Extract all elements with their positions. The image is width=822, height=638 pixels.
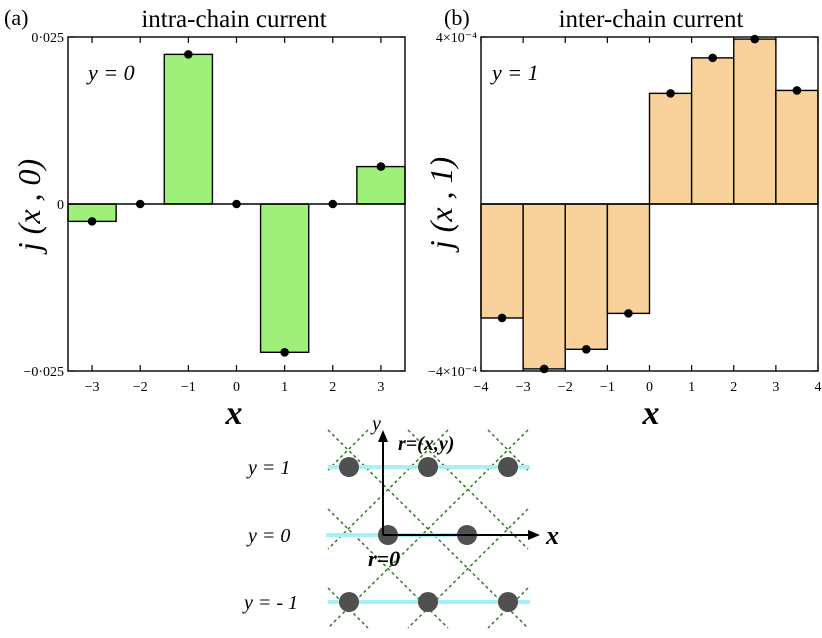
panel-b-x-tick-label: −1 (600, 380, 615, 395)
lattice-site (418, 592, 438, 612)
panel-a-x-tick-label: −3 (85, 380, 100, 395)
panel-a-bar (163, 53, 214, 205)
panel-b-x-tick-label: −3 (516, 380, 531, 395)
lattice-site (498, 457, 518, 477)
panel-a-ylabel: j (x , 0) (11, 159, 47, 255)
lattice-site (339, 457, 359, 477)
panel-b-bar (564, 203, 609, 350)
panel-b-bar (775, 89, 819, 205)
panel-b-label: (b) (444, 5, 470, 30)
panel-b-annotation: y = 1 (490, 60, 539, 85)
panel-b-bar (733, 38, 777, 205)
panel-b-y-tick-label: −4×10⁻⁴ (428, 365, 477, 380)
panel-b-data-point (750, 34, 760, 44)
lattice-origin-label: r=0 (368, 546, 400, 571)
bond-line (327, 429, 449, 550)
panel-a-bar (356, 165, 406, 205)
panel-b-bar (606, 203, 651, 315)
panel-b-x-tick-label: 0 (646, 380, 653, 395)
bond-line (327, 429, 529, 629)
lattice-row-label-ym1: y = - 1 (242, 592, 298, 614)
panel-a-title: intra-chain current (141, 6, 326, 33)
panel-a-plot: −3 −2 −1 0 1 2 3 0·025 0 −0·025 (23, 31, 406, 395)
panel-a-x-tick-label: 2 (329, 380, 336, 395)
panel-b-x-tick-label: 4 (815, 380, 822, 395)
lattice-x-arrowhead (528, 530, 540, 540)
lattice-diagram: y = 1 y = 0 y = - 1 y x r=(x,y) r=0 (242, 413, 559, 629)
lattice-site (418, 457, 438, 477)
panel-a-data-point (376, 162, 386, 171)
panel-b-xlabel: x (642, 395, 660, 432)
panel-b-data-point (582, 344, 591, 354)
panel-a-data-point (232, 199, 241, 209)
panel-b-x-tick-label: −2 (558, 380, 573, 395)
panel-a-y-tick-label: 0 (57, 198, 64, 213)
lattice-row-label-y0: y = 0 (246, 525, 290, 547)
panel-a-x-tick-label: −2 (133, 380, 148, 395)
panel-b-bar (648, 92, 693, 205)
panel-a-x-tick-label: 0 (233, 380, 240, 395)
panel-b-data-point (539, 364, 549, 374)
panel-a-bar (259, 203, 310, 353)
panel-b-bar (690, 57, 735, 205)
panel-b-x-tick-label: −4 (474, 380, 489, 395)
lattice-y-arrowhead (378, 430, 388, 442)
panel-a-x-tick-label: 1 (281, 380, 288, 395)
lattice-site (498, 592, 518, 612)
lattice-row-label-y1: y = 1 (246, 457, 290, 479)
panel-a-data-point (135, 199, 145, 209)
panel-a-x-tick-label: −1 (181, 380, 196, 395)
panel-a-data-point (87, 217, 97, 226)
panel-a-x-tick-label: 3 (377, 380, 384, 395)
panel-a-y-tick-label: 0·025 (31, 31, 64, 46)
lattice-r-label: r=(x,y) (398, 433, 454, 455)
panel-b-data-point (792, 86, 802, 95)
panel-b-plot: −4 −3 −2 −1 0 1 2 3 4 4×10⁻⁴ −4×10⁻⁴ (428, 31, 822, 395)
panel-b-x-tick-label: 3 (772, 380, 779, 395)
panel-b-y-tick-label: 4×10⁻⁴ (436, 31, 477, 46)
panel-b-data-point (708, 53, 717, 63)
panel-b-x-tick-label: 1 (688, 380, 695, 395)
lattice-x-axis-label: x (545, 521, 559, 550)
panel-b-ylabel: j (x , 1) (423, 157, 459, 253)
panel-b-bar (480, 203, 524, 319)
panel-b-data-point (624, 309, 633, 318)
lattice-site (339, 592, 359, 612)
panel-a-data-point (280, 347, 289, 357)
panel-a-data-point (184, 50, 193, 59)
panel-a-xlabel: x (225, 395, 243, 432)
panel-b-data-point (666, 89, 675, 98)
panel-a-annotation: y = 0 (86, 60, 135, 85)
panel-b-bar (522, 203, 566, 370)
lattice-y-axis-label: y (370, 413, 381, 435)
panel-a-label: (a) (4, 5, 28, 30)
panel-a-y-tick-label: −0·025 (23, 365, 64, 380)
panel-b-x-tick-label: 2 (730, 380, 737, 395)
panel-a-data-point (328, 199, 338, 209)
panel-b-data-point (497, 313, 507, 323)
panel-b-title: inter-chain current (559, 6, 744, 33)
